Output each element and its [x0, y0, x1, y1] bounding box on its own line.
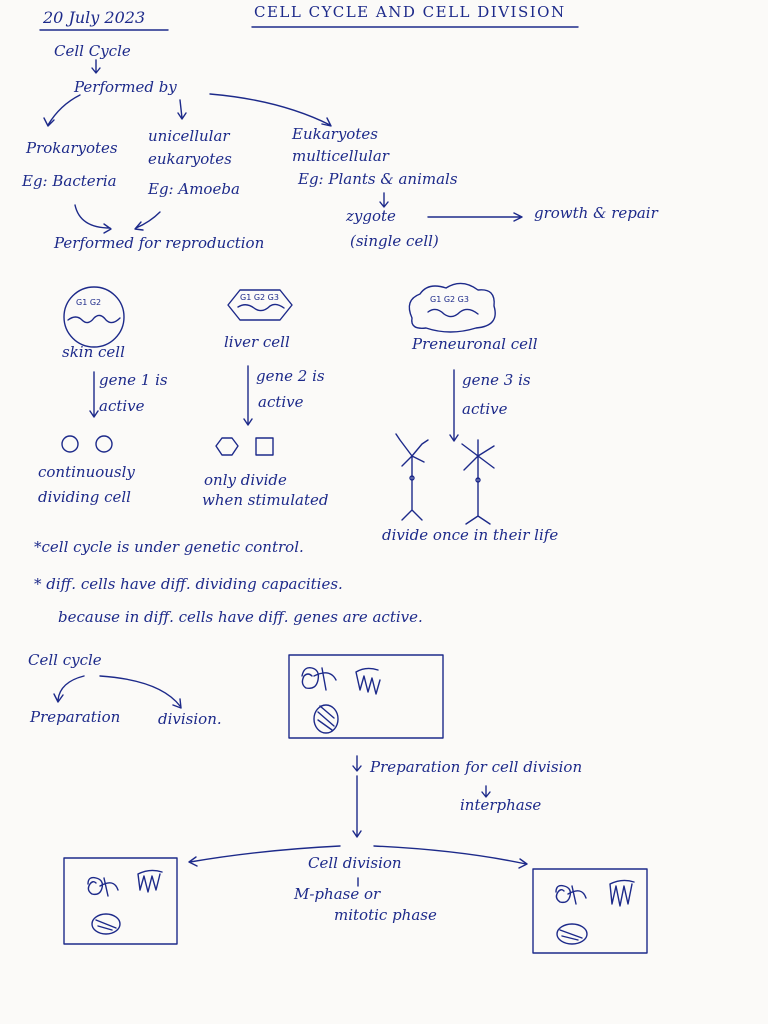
cycle-branch-right — [99, 675, 182, 709]
note-genes-active: because in diff. cells have diff. genes … — [58, 608, 423, 626]
skin-daughter-cell-1 — [61, 435, 79, 453]
liver-daughter-cell-1 — [215, 437, 239, 456]
neuron-2 — [461, 439, 495, 525]
skin-chromatin — [67, 314, 121, 324]
liver-result-line-2: when stimulated — [202, 491, 329, 509]
branch-middle — [177, 99, 187, 120]
m-phase-line-2: mitotic phase — [334, 906, 437, 924]
preneuronal-chromatin — [427, 308, 479, 318]
preneuronal-gene-line-1: gene 3 is — [462, 371, 531, 389]
unicellular-line-1: unicellular — [148, 127, 230, 145]
preneuronal-gene-arrow — [449, 369, 459, 442]
zygote: zygote — [346, 207, 396, 225]
skin-result-line-2: dividing cell — [38, 488, 131, 506]
unicellular-line-2: eukaryotes — [148, 150, 232, 168]
daughter-cell-box-left — [63, 857, 178, 945]
skin-gene-arrow — [89, 371, 99, 418]
mitochondria-top — [313, 704, 339, 734]
m-phase-line-1: M-phase or — [294, 885, 381, 903]
note-dividing-capacities: * diff. cells have diff. dividing capaci… — [34, 575, 343, 593]
note-genetic-control: *cell cycle is under genetic control. — [34, 538, 304, 556]
single-cell: (single cell) — [350, 232, 439, 250]
skin-gene-line-2: active — [99, 397, 145, 415]
preneuronal-result: divide once in their life — [382, 526, 559, 544]
performed-by: Performed by — [74, 78, 177, 96]
date: 20 July 2023 — [43, 8, 146, 27]
liver-gene-line-2: active — [258, 393, 304, 411]
growth-and-repair: growth & repair — [534, 204, 658, 222]
split-arrow-right — [373, 845, 528, 869]
performed-for-reproduction: Performed for reproduction — [54, 234, 265, 252]
eukaryotes-line-2: multicellular — [292, 147, 389, 165]
skin-cell-membrane — [63, 286, 125, 348]
preneuronal-cell-drawing: G1 G2 G3 — [408, 282, 496, 333]
skin-result-line-1: continuously — [38, 463, 135, 481]
preneuronal-cloud — [408, 282, 496, 333]
middle-to-reproduction — [134, 211, 161, 231]
page-title: CELL CYCLE AND CELL DIVISION — [254, 3, 566, 21]
split-arrow-left — [188, 845, 341, 867]
liver-daughter-cell-2 — [255, 437, 274, 456]
skin-phase-text: G1 G2 — [76, 298, 101, 307]
prep-for-cell-division: Preparation for cell division — [370, 758, 583, 776]
neuron-1 — [395, 433, 429, 521]
liver-result-line-1: only divide — [204, 471, 287, 489]
cycle-division: division. — [158, 710, 222, 728]
preneuronal-gene-line-2: active — [462, 400, 508, 418]
golgi-top — [301, 666, 337, 691]
interphase-arrow — [481, 785, 491, 798]
branch-left — [43, 94, 81, 127]
cell-division-label: Cell division — [308, 854, 402, 872]
zygote-arrow-down — [379, 192, 389, 208]
unicellular-example: Eg: Amoeba — [148, 180, 240, 198]
interphase: interphase — [460, 796, 542, 814]
arrow-root-down — [91, 59, 101, 74]
cycle-root: Cell cycle — [28, 651, 102, 669]
skin-cell-label: skin cell — [62, 343, 125, 361]
eukaryotes-line-1: Eukaryotes — [292, 125, 378, 143]
prokaryotes-example: Eg: Bacteria — [22, 172, 117, 190]
prokaryotes: Prokaryotes — [26, 139, 118, 157]
liver-chromatin — [237, 303, 285, 312]
skin-cell-drawing: G1 G2 — [63, 286, 125, 348]
eukaryotes-example: Eg: Plants & animals — [298, 170, 458, 188]
liver-hexagon — [227, 289, 293, 321]
left-to-reproduction — [74, 204, 112, 234]
cycle-preparation: Preparation — [30, 708, 121, 726]
daughter-cell-box-right — [532, 868, 648, 954]
branch-right — [209, 93, 332, 127]
liver-gene-arrow — [243, 365, 253, 426]
skin-daughter-cell-2 — [95, 435, 113, 453]
er-top — [355, 667, 381, 695]
cycle-branch-left — [53, 675, 85, 703]
skin-gene-line-1: gene 1 is — [99, 371, 168, 389]
main-down-arrow — [352, 775, 362, 838]
zygote-to-growth — [427, 212, 523, 222]
prep-arrow — [352, 755, 362, 772]
liver-cell-label: liver cell — [224, 333, 290, 351]
tree-root: Cell Cycle — [54, 42, 131, 60]
liver-gene-line-1: gene 2 is — [256, 367, 325, 385]
preneuronal-phase-text: G1 G2 G3 — [430, 295, 469, 304]
liver-cell-drawing: G1 G2 G3 — [227, 289, 293, 321]
preneuronal-cell-label: Preneuronal cell — [412, 335, 538, 353]
liver-phase-text: G1 G2 G3 — [240, 293, 279, 302]
interphase-cell-box — [288, 654, 444, 739]
